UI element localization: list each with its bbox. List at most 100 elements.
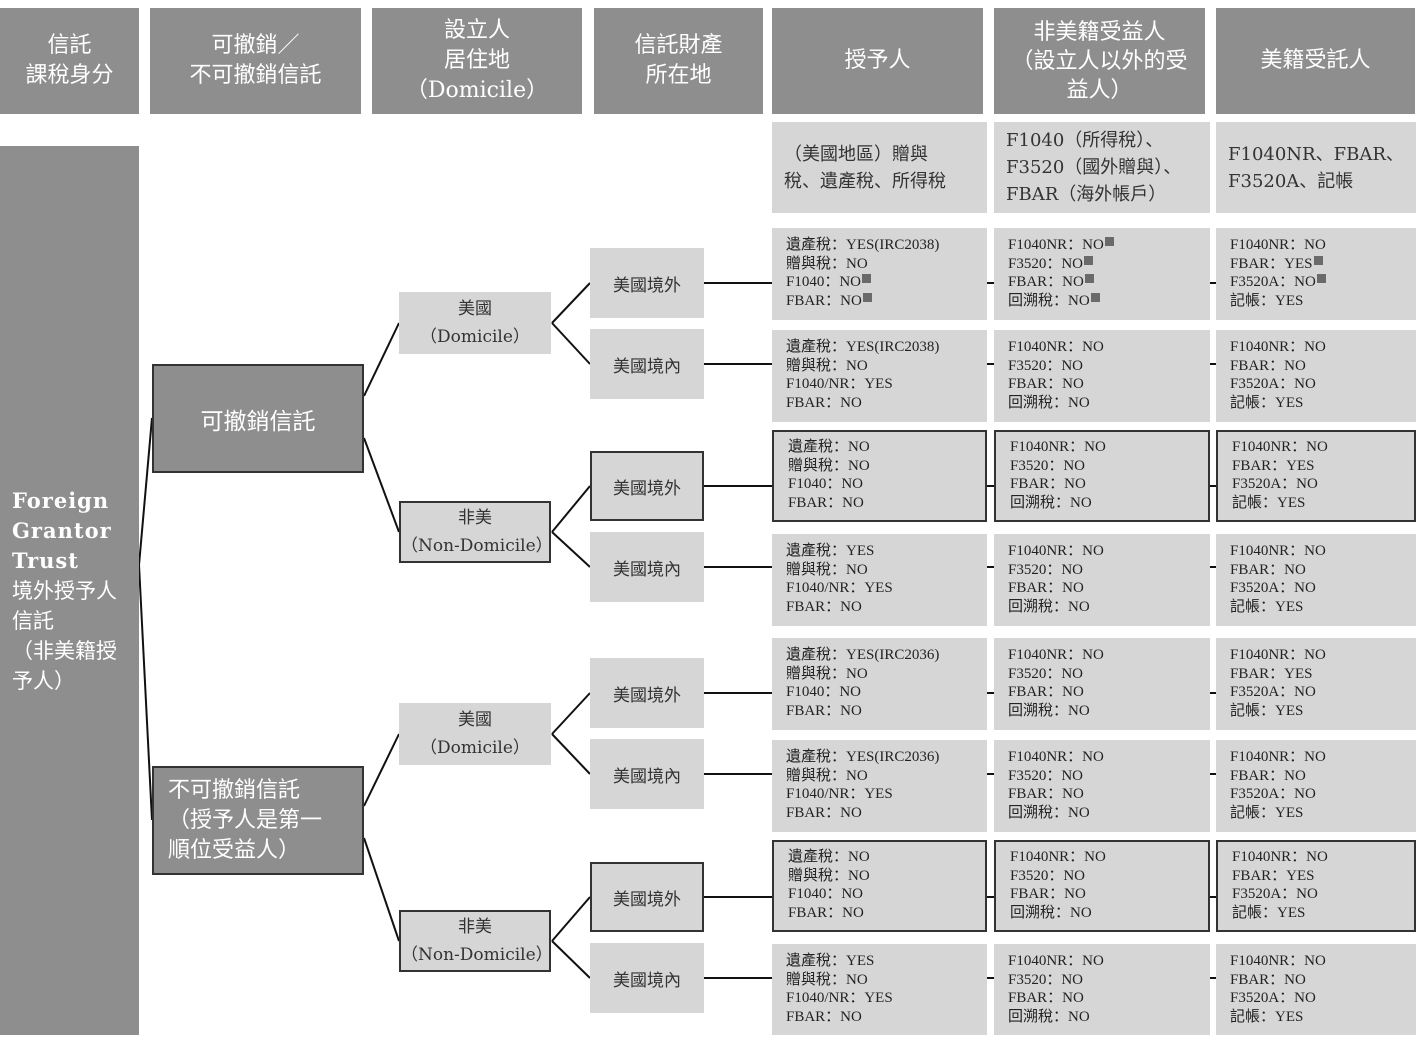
cell-line: F1040NR：NO [1230, 749, 1326, 765]
cell-line: FBAR：NO [1230, 561, 1306, 578]
cell-line: 記帳：YES [1230, 804, 1304, 821]
root-en-3: Trust [12, 547, 79, 573]
cell-line: 贈與稅：NO [786, 561, 868, 578]
footnote-marker-icon [1104, 237, 1114, 246]
cell-line: F3520A：NO [1230, 990, 1316, 1007]
node-location-inside: 美國境內 [590, 943, 704, 1013]
footnote-marker-icon [1313, 255, 1323, 265]
cell-line: 回溯稅：NO [1008, 394, 1090, 411]
cell-line: FBAR：NO [1008, 580, 1084, 597]
cell-line: 回溯稅：NO [1008, 1008, 1090, 1025]
cell-line: 回溯稅：NO [1010, 904, 1092, 921]
cell-line: FBAR：YES [1230, 665, 1313, 682]
cell-line: F3520A：NO [1230, 786, 1316, 803]
cell-line: F1040NR：NO [1230, 953, 1326, 969]
cell-line: 遺產稅：YES(IRC2036) [786, 749, 940, 765]
node-domicile-non-1: 非美 （Non-Domicile） [399, 501, 553, 563]
subheader-grantor: （美國地區）贈與 稅、遺產稅、所得稅 [772, 122, 987, 213]
cell-line: F1040NR：NO [1232, 849, 1328, 865]
domicile-non-sub: （Non-Domicile） [401, 536, 553, 556]
cell-line: F3520A：NO [1232, 886, 1318, 903]
root-zh-1: 境外授予人 [12, 578, 117, 603]
cell-line: F1040：NO [788, 886, 864, 903]
cell-line: 遺產稅：YES [786, 953, 875, 969]
cell-line: 記帳：YES [1230, 1008, 1304, 1025]
cell-line: F1040NR：NO [1010, 849, 1106, 865]
node-location-outside: 美國境外 [590, 451, 704, 521]
cell-line: FBAR：NO [1230, 971, 1306, 988]
node-domicile-us-2: 美國 （Domicile） [399, 703, 551, 765]
cell-line: 贈與稅：NO [786, 971, 868, 988]
cell-line: FBAR：NO [788, 494, 864, 511]
node-location-outside: 美國境外 [590, 658, 704, 728]
cell-line: FBAR：NO [1008, 684, 1084, 701]
cell-line: F3520：NO [1010, 457, 1086, 474]
cell-line: FBAR：NO [1230, 357, 1306, 374]
cell-line: 遺產稅：NO [788, 439, 870, 455]
cell-line: F3520：NO [1008, 971, 1084, 988]
cell-line: F1040NR：NO [1008, 236, 1210, 255]
cell-line: F1040：NO [786, 273, 987, 292]
header-revocable: 可撤銷／ 不可撤銷信託 [150, 8, 361, 114]
root-zh-3: （非美籍授 [12, 638, 117, 663]
cell-line: F1040：NO [788, 476, 864, 493]
footnote-marker-icon [862, 274, 872, 284]
cell-line: 贈與稅：NO [786, 665, 868, 682]
cell-line: 遺產稅：YES(IRC2038) [786, 339, 940, 355]
cell-line: FBAR：YES [1232, 457, 1315, 474]
cell-line: FBAR：NO [786, 1008, 862, 1025]
cell-line: F3520A：NO [1230, 580, 1316, 597]
header-location: 信託財產 所在地 [594, 8, 763, 114]
header-beneficiary: 非美籍受益人 （設立人以外的受 益人） [994, 8, 1205, 114]
cell-line: 記帳：YES [1230, 598, 1304, 615]
cell-line: F1040NR：NO [1230, 339, 1326, 355]
cell-line: FBAR：NO [1008, 786, 1084, 803]
cell-line: FBAR：NO [786, 394, 862, 411]
cell-line: F1040NR：NO [1008, 543, 1104, 559]
node-domicile-non-2: 非美 （Non-Domicile） [399, 910, 553, 972]
cell-line: FBAR：NO [1008, 273, 1210, 292]
domicile-non-label: 非美 [458, 508, 492, 528]
cell-line: F1040/NR：YES [786, 990, 893, 1007]
cell-line: 遺產稅：YES [786, 543, 875, 559]
footnote-marker-icon [1316, 274, 1326, 284]
domicile-non-label: 非美 [458, 917, 492, 937]
cell-line: F3520：NO [1010, 867, 1086, 884]
footnote-marker-icon [1090, 292, 1100, 302]
cell-line: F1040NR：NO [1230, 647, 1326, 663]
cell-line: F1040NR：NO [1008, 749, 1104, 765]
root-en-1: Foreign [12, 487, 110, 513]
cell-line: 贈與稅：NO [788, 457, 870, 474]
node-location-outside: 美國境外 [590, 248, 704, 318]
cell-line: F1040：NO [786, 684, 862, 701]
domicile-us-label: 美國 [458, 299, 492, 319]
domicile-non-sub: （Non-Domicile） [401, 945, 553, 965]
cell-line: FBAR：NO [1010, 886, 1086, 903]
cell-line: F1040/NR：YES [786, 376, 893, 393]
root-zh-2: 信託 [12, 608, 54, 633]
cell-line: F3520：NO [1008, 767, 1084, 784]
node-location-inside: 美國境內 [590, 739, 704, 809]
header-grantor: 授予人 [772, 8, 983, 114]
cell-line: F3520：NO [1008, 255, 1210, 274]
cell-line: 記帳：YES [1230, 702, 1304, 719]
domicile-us-sub: （Domicile） [420, 327, 530, 347]
cell-line: FBAR：YES [1232, 867, 1315, 884]
root-en-2: Grantor [12, 517, 112, 543]
node-location-inside: 美國境內 [590, 329, 704, 399]
cell-line: F3520A：NO [1230, 273, 1416, 292]
